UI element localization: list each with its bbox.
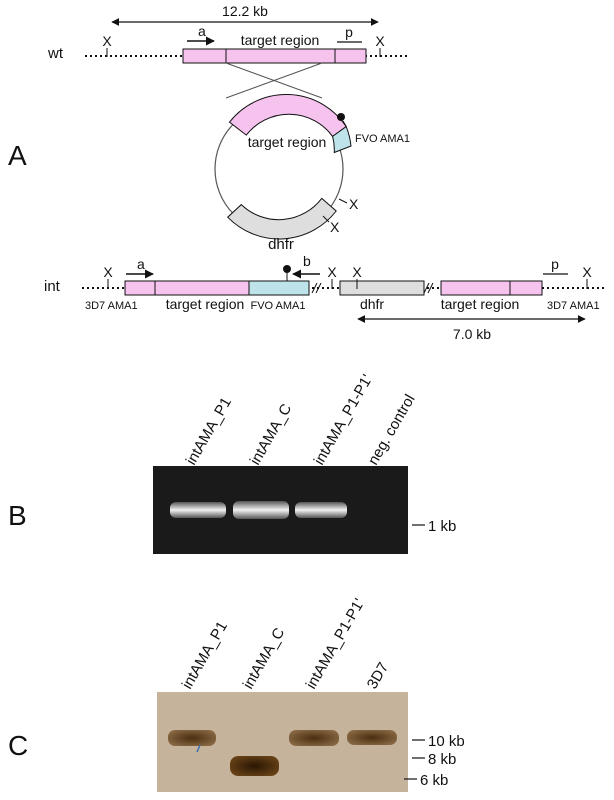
plasmid-fvo-pin <box>342 120 347 127</box>
int-target-left-label: target region <box>166 296 245 312</box>
wt-locus: wt 12.2 kb X X target region a p <box>47 3 410 64</box>
plasmid: target region FVO AMA1 dhfr X X <box>214 94 410 253</box>
plasmid-x-bottom: X <box>330 219 340 235</box>
panel-c-letter: C <box>8 730 28 761</box>
plasmid-target-arc <box>228 94 347 138</box>
plasmid-x-top: X <box>349 196 359 212</box>
int-x-4: X <box>582 264 592 280</box>
plasmid-fvo-dot-icon <box>337 113 345 121</box>
int-x-3: X <box>352 264 362 280</box>
wt-x-right: X <box>375 33 385 49</box>
wt-x-left: X <box>102 33 112 49</box>
plasmid-fvo-arc <box>332 125 352 154</box>
wt-probe-p-label: p <box>345 24 353 40</box>
panel-b-marker-label: 1 kb <box>428 518 456 535</box>
int-primer-a-label: a <box>137 256 145 272</box>
panel-c-band-1 <box>168 730 216 746</box>
int-dhfr-label: dhfr <box>360 296 384 312</box>
int-break-1b <box>315 282 322 294</box>
int-fvo-label: FVO AMA1 <box>250 300 305 312</box>
panel-c-band-4 <box>347 730 397 745</box>
plasmid-fvo-label: FVO AMA1 <box>355 133 410 145</box>
panel-a-letter: A <box>8 140 27 171</box>
int-locus: int X X X X a <box>44 253 606 342</box>
plasmid-target-label: target region <box>248 134 327 150</box>
panel-c-band-2 <box>230 756 279 776</box>
plasmid-dhfr-label: dhfr <box>268 236 294 253</box>
crossover-line-2 <box>225 62 323 99</box>
panel-b-letter: B <box>8 500 27 531</box>
wt-gene-box <box>182 48 367 64</box>
int-dhfr-box <box>339 280 425 296</box>
panel-c-marker-6: 6 kb <box>420 772 448 789</box>
int-break-2a <box>423 282 430 294</box>
int-probe-p-label: p <box>551 256 559 272</box>
panel-b: B intAMA_P1 intAMA_C intAMA_P1-P1' neg. … <box>8 372 456 554</box>
panel-c-marker-10: 10 kb <box>428 733 465 750</box>
int-size-label: 7.0 kb <box>453 326 491 342</box>
plasmid-x-top-tick <box>338 198 348 204</box>
plasmid-dhfr-arc <box>226 197 337 240</box>
int-target-right-label: target region <box>441 296 520 312</box>
panel-c-lane-labels: intAMA_P1 intAMA_C intAMA_P1-P1' 3D7 <box>179 596 392 692</box>
int-3d7-left-label: 3D7 AMA1 <box>85 300 138 312</box>
int-fvo-dot-icon <box>283 265 291 273</box>
int-target-left-box <box>124 280 250 296</box>
int-break-1a <box>311 282 318 294</box>
panel-c-marker-8: 8 kb <box>428 751 456 768</box>
panel-b-band-1 <box>170 502 226 518</box>
int-target-right-box <box>440 280 543 296</box>
panel-b-lane-label-4: neg. control <box>365 392 419 468</box>
panel-b-lane-label-1: intAMA_P1 <box>183 395 235 468</box>
int-x-1: X <box>103 264 113 280</box>
int-3d7-right-label: 3D7 AMA1 <box>547 300 600 312</box>
plasmid-x-bottom-tick <box>322 215 330 223</box>
panel-c-lane-label-3: intAMA_P1-P1' <box>303 596 368 692</box>
panel-c-lane-label-2: intAMA_C <box>240 625 289 692</box>
int-break-2b <box>427 282 434 294</box>
panel-b-lane-label-2: intAMA_C <box>247 401 296 468</box>
panel-a: A wt 12.2 kb X X target region a p <box>8 3 606 342</box>
panel-c-lane-label-4: 3D7 <box>364 660 392 692</box>
panel-c-artifact-mark <box>196 744 201 753</box>
panel-b-band-3 <box>295 502 347 518</box>
wt-primer-a-label: a <box>198 23 206 39</box>
int-x-2: X <box>327 264 337 280</box>
int-primer-b-label: b <box>303 253 311 269</box>
panel-b-lane-label-3: intAMA_P1-P1' <box>311 372 376 468</box>
panel-b-lane-labels: intAMA_P1 intAMA_C intAMA_P1-P1' neg. co… <box>183 372 419 468</box>
panel-c-lane-label-1: intAMA_P1 <box>179 619 231 692</box>
wt-target-label: target region <box>241 32 320 48</box>
panel-c-band-3 <box>289 730 339 746</box>
wt-label: wt <box>47 45 64 62</box>
wt-size-label: 12.2 kb <box>222 3 268 19</box>
panel-c: C intAMA_P1 intAMA_C intAMA_P1-P1' 3D7 1… <box>8 596 465 792</box>
panel-b-band-2 <box>233 501 289 519</box>
int-label: int <box>44 278 61 295</box>
int-fvo-box <box>248 280 310 296</box>
